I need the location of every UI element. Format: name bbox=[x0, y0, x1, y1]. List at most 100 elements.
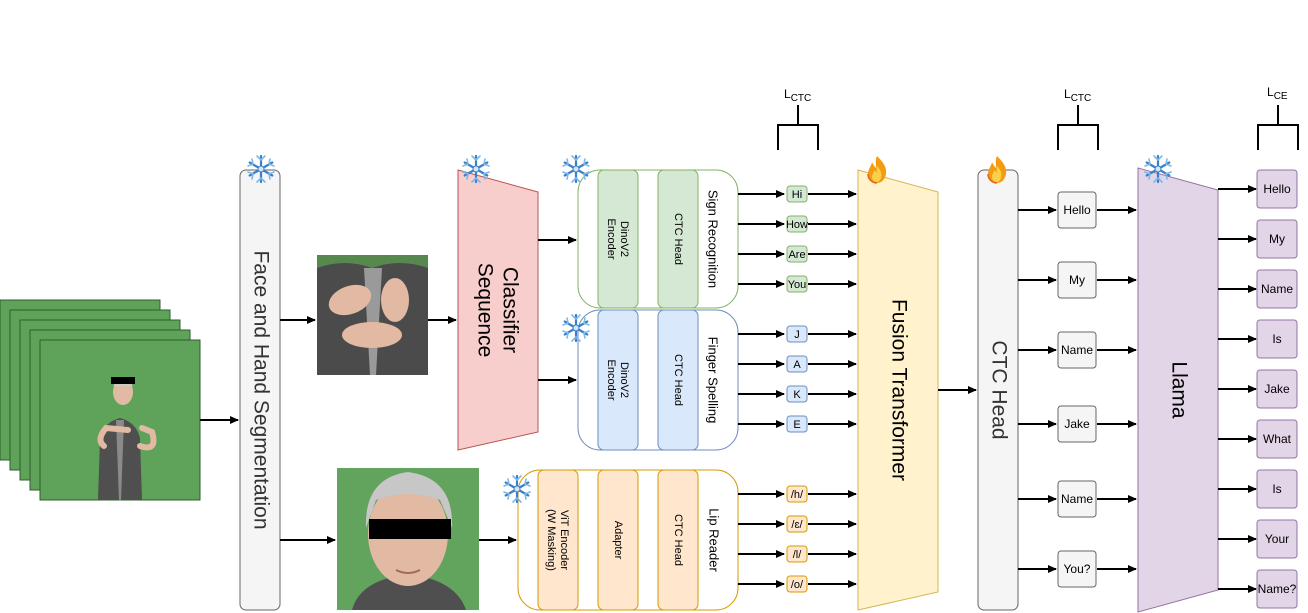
lip-token: /h/ bbox=[791, 489, 804, 501]
sign-branch-title: Sign Recognition bbox=[706, 190, 721, 288]
ctc-output-word-box bbox=[1057, 331, 1097, 369]
llama-label: Llama bbox=[1167, 361, 1190, 419]
lip-token-box bbox=[786, 545, 808, 563]
loss-ctc-2-main: L bbox=[1064, 87, 1071, 101]
ctc-output-word: Name bbox=[1061, 343, 1093, 357]
ctc-output-word: You? bbox=[1064, 562, 1091, 576]
finger-encoder-label-line2: Encoder bbox=[605, 360, 617, 401]
finger-token: J bbox=[794, 329, 800, 341]
sign-token-box bbox=[786, 275, 808, 293]
snowflake-icon bbox=[246, 154, 276, 184]
sign-token: How bbox=[786, 219, 808, 231]
finger-head-label: CTC Head bbox=[672, 354, 684, 406]
input-video-frames bbox=[0, 299, 201, 501]
sign-encoder-label-line1: DinoV2 bbox=[618, 221, 630, 257]
finger-token-box bbox=[786, 415, 808, 433]
ctc-output-word: Hello bbox=[1063, 203, 1091, 217]
hand-crop-image bbox=[317, 255, 428, 375]
loss-ctc-1-main: L bbox=[784, 87, 791, 101]
sign-head-label: CTC Head bbox=[672, 213, 684, 265]
ctc-head-block: CTC Head bbox=[977, 169, 1019, 611]
finger-branch-title: Finger Spelling bbox=[706, 337, 721, 424]
finger-token-box bbox=[786, 355, 808, 373]
llama-output-word: Name? bbox=[1258, 582, 1297, 596]
finger-token-box bbox=[786, 325, 808, 343]
classifier-label-line2: Classifier bbox=[498, 267, 521, 353]
llama-output-word-box bbox=[1256, 169, 1298, 209]
lip-encoder-label-line1: ViT Encoder bbox=[558, 510, 570, 570]
sign-token: Are bbox=[788, 249, 805, 261]
svg-text:LCTC: LCTC bbox=[784, 87, 811, 104]
loss-ctc-1: LCTC bbox=[777, 87, 819, 150]
lip-adapter-label: Adapter bbox=[612, 521, 624, 560]
lip-encoder-label-line2: (W Masking) bbox=[545, 509, 557, 571]
llama-output-word: Hello bbox=[1263, 182, 1291, 196]
llama-output-word-box bbox=[1256, 219, 1298, 259]
lip-token: /l/ bbox=[793, 549, 803, 561]
loss-ctc-1-sub: CTC bbox=[791, 93, 812, 104]
snowflake-icon bbox=[561, 154, 591, 184]
signer-figure bbox=[97, 377, 157, 500]
snowflake-icon bbox=[1143, 154, 1173, 184]
ctc-output-word-box bbox=[1057, 261, 1097, 299]
llama-output-word: What bbox=[1263, 432, 1292, 446]
finger-token: A bbox=[793, 359, 801, 371]
svg-text:LCE: LCE bbox=[1267, 85, 1288, 102]
lip-token-box bbox=[786, 515, 808, 533]
llama-output-word-box bbox=[1256, 519, 1298, 559]
llama-output-word-box bbox=[1256, 369, 1298, 409]
fusion-label: Fusion Transformer bbox=[887, 299, 910, 481]
face-crop-image bbox=[337, 468, 479, 610]
ctc-output-word-box bbox=[1057, 405, 1097, 443]
ctc-output-word: Jake bbox=[1064, 417, 1090, 431]
lip-head-label: CTC Head bbox=[672, 514, 684, 566]
ctc-output-word-box bbox=[1057, 480, 1097, 518]
sign-token-box bbox=[786, 185, 808, 203]
loss-ctc-2: LCTC bbox=[1057, 87, 1099, 150]
segmentation-block: Face and Hand Segmentation bbox=[239, 169, 281, 611]
llama-output-word-box bbox=[1256, 319, 1298, 359]
lip-token-box bbox=[786, 575, 808, 593]
llama-output-word: Jake bbox=[1264, 382, 1290, 396]
finger-encoder-label-line1: DinoV2 bbox=[618, 362, 630, 398]
lip-reader-branch: ViT Encoder (W Masking) Adapter CTC Head… bbox=[517, 469, 739, 611]
llama-output-word-box bbox=[1256, 569, 1298, 609]
llama-output-word-box bbox=[1256, 469, 1298, 509]
sign-token: You bbox=[788, 279, 807, 291]
ctc-head-label: CTC Head bbox=[987, 340, 1010, 439]
sequence-classifier-block: Sequence Classifier bbox=[457, 169, 539, 451]
flow-arrows bbox=[200, 236, 977, 544]
ctc-output-word: My bbox=[1069, 273, 1085, 287]
loss-ctc-2-sub: CTC bbox=[1071, 93, 1092, 104]
ctc-output-word-box bbox=[1057, 191, 1097, 229]
ctc-output-word-box bbox=[1057, 550, 1097, 588]
llama-output-word: My bbox=[1269, 232, 1285, 246]
flame-icon bbox=[867, 155, 887, 184]
sign-token-box bbox=[786, 245, 808, 263]
ctc-output-word: Name bbox=[1061, 492, 1093, 506]
loss-ce: LCE bbox=[1257, 85, 1299, 150]
finger-token-box bbox=[786, 385, 808, 403]
fusion-transformer-block: Fusion Transformer bbox=[857, 169, 939, 611]
segmentation-label: Face and Hand Segmentation bbox=[249, 250, 272, 529]
loss-ce-sub: CE bbox=[1274, 91, 1288, 102]
llama-output-word-box bbox=[1256, 269, 1298, 309]
flame-icon bbox=[987, 155, 1007, 184]
sign-recognition-branch: DinoV2 Encoder CTC Head Sign Recognition bbox=[577, 169, 739, 309]
llama-output-word: Name bbox=[1261, 282, 1293, 296]
svg-text:LCTC: LCTC bbox=[1064, 87, 1091, 104]
finger-token: E bbox=[793, 419, 800, 431]
llama-output-word: Your bbox=[1265, 532, 1289, 546]
llama-output-word: Is bbox=[1272, 482, 1281, 496]
classifier-label-line1: Sequence bbox=[473, 263, 496, 358]
finger-token: K bbox=[793, 389, 801, 401]
llama-output-word: Is bbox=[1272, 332, 1281, 346]
llama-output-word-box bbox=[1256, 419, 1298, 459]
lip-token: /o/ bbox=[791, 579, 804, 591]
lip-token-box bbox=[786, 485, 808, 503]
loss-ce-main: L bbox=[1267, 85, 1274, 99]
llama-block: Llama bbox=[1137, 167, 1219, 613]
